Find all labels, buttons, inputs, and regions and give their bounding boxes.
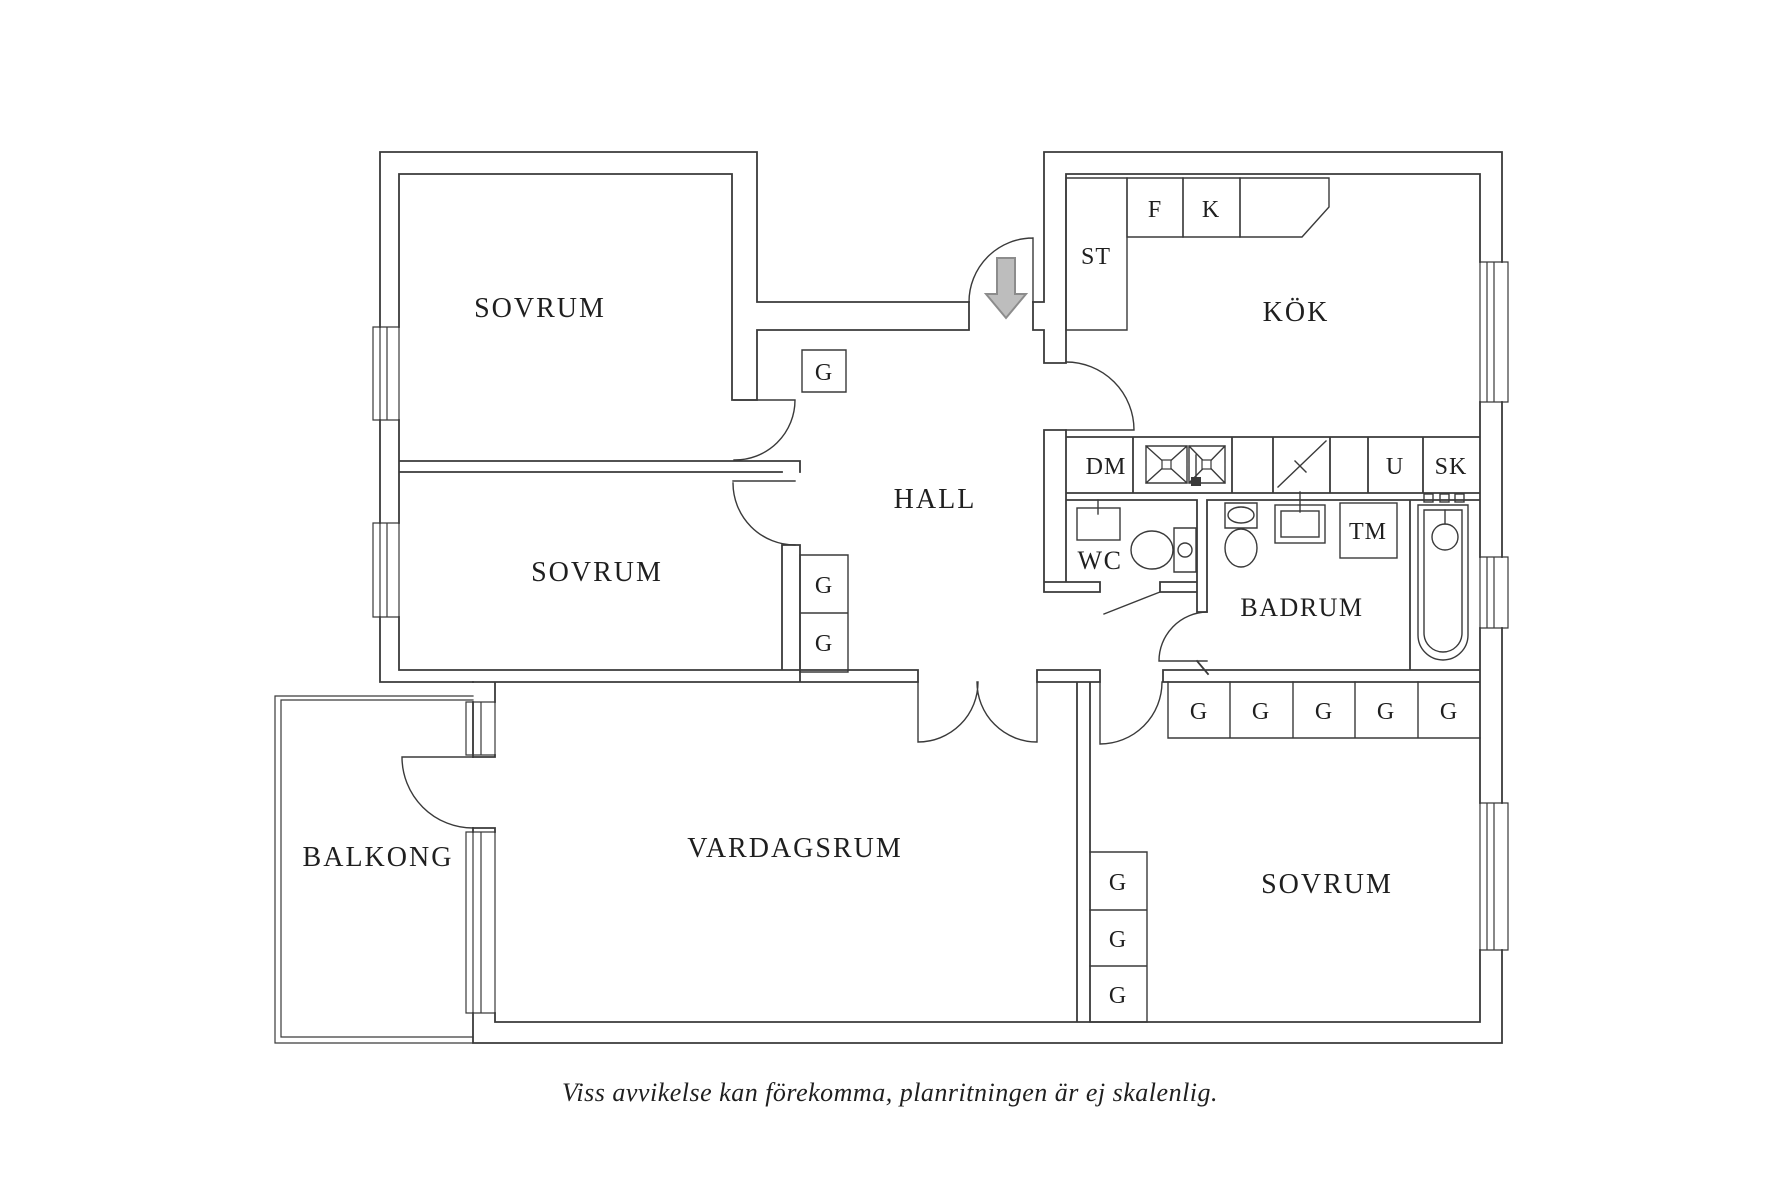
room-label-sovrum-top-left: SOVRUM [474, 293, 606, 324]
wc-toilet-tank [1173, 527, 1197, 573]
room-label-balkong: BALKONG [303, 842, 454, 873]
badrum-toilet-lid [1227, 506, 1255, 524]
disclaimer-caption: Viss avvikelse kan förekomma, planritnin… [562, 1078, 1218, 1107]
label-wardrobe-10: G [1109, 927, 1127, 953]
bathroom-fixtures [1076, 491, 1469, 661]
tub-tap-3 [1454, 493, 1465, 503]
room-label-kok: KÖK [1263, 297, 1330, 328]
label-freezer: F [1148, 197, 1162, 223]
door-sovrum-middle-left [732, 480, 796, 546]
balcony-lines [274, 695, 474, 1044]
sink-faucet-base [1191, 477, 1201, 486]
badrum-sink-basin [1280, 510, 1320, 538]
window-sovrum-bottom-right [1479, 802, 1509, 951]
entrance-door [968, 237, 1034, 303]
window-kok [1479, 261, 1509, 403]
door-sovrum-bottom-right [1099, 681, 1163, 745]
balcony-outline [274, 695, 474, 1044]
label-fridge: K [1202, 197, 1220, 223]
badrum-toilet-bowl [1224, 528, 1258, 568]
wc-toilet-bowl [1130, 530, 1174, 570]
label-dishwasher: DM [1086, 454, 1127, 480]
cleaning-cabinet-box [1065, 177, 1128, 331]
kitchen-fixtures [1065, 177, 1330, 488]
bathtub-outer [1417, 504, 1469, 661]
window-vardagsrum-upper [465, 701, 496, 756]
door-badrum [1158, 611, 1208, 662]
entrance-arrow [983, 257, 1029, 320]
interior-outline [398, 173, 1481, 1023]
wc-toilet-flush [1177, 542, 1193, 558]
sink-drain-left [1161, 459, 1172, 470]
labels: SOVRUM SOVRUM KÖK HALL WC BADRUM VARDAGS… [303, 197, 1468, 1107]
room-label-wc: WC [1078, 546, 1123, 575]
sink-drain-right [1201, 459, 1212, 470]
room-label-hall: HALL [894, 484, 977, 515]
window-vardagsrum-lower [465, 831, 496, 1014]
window-badrum [1479, 556, 1509, 629]
label-oven: U [1386, 454, 1404, 480]
label-wardrobe-3: G [815, 631, 833, 657]
interior-walls [398, 173, 1481, 1023]
washing-machine-box [1339, 502, 1398, 559]
label-wardrobe-11: G [1109, 983, 1127, 1009]
label-wardrobe-5: G [1252, 699, 1270, 725]
door-wc [1103, 591, 1161, 615]
label-cabinet: SK [1435, 454, 1468, 480]
wardrobe-stack-sovrum [1089, 851, 1148, 1023]
door-sovrum-top-left [733, 399, 796, 461]
tub-tap-2 [1439, 493, 1450, 503]
wardrobe-hall-stack [799, 554, 849, 673]
double-door-vardagsrum [917, 681, 1038, 743]
room-label-sovrum-bottom-right: SOVRUM [1261, 869, 1393, 900]
doors [401, 237, 1208, 829]
label-washing-machine: TM [1349, 519, 1387, 545]
label-wardrobe-9: G [1109, 870, 1127, 896]
room-label-badrum: BADRUM [1240, 593, 1363, 622]
window-sovrum-top-left [372, 326, 400, 421]
door-balkong [401, 756, 474, 829]
wardrobe-row-badrum [1167, 681, 1481, 739]
label-wardrobe-7: G [1377, 699, 1395, 725]
label-wardrobe-1: G [815, 360, 833, 386]
label-wardrobe-6: G [1315, 699, 1333, 725]
tub-tap-1 [1423, 493, 1434, 503]
sink-double [1145, 445, 1226, 484]
window-sovrum-middle-left [372, 522, 400, 618]
label-cleaning-cabinet: ST [1081, 244, 1111, 270]
label-wardrobe-4: G [1190, 699, 1208, 725]
windows [372, 261, 1509, 1014]
counter-top [1239, 177, 1330, 238]
wardrobe-hall-top [801, 349, 847, 393]
entrance-arrow-icon [983, 257, 1029, 320]
shower-head [1431, 523, 1459, 551]
label-wardrobe-2: G [815, 573, 833, 599]
room-label-sovrum-middle-left: SOVRUM [531, 557, 663, 588]
wardrobe-boxes [799, 349, 1481, 1023]
stove-symbol [1277, 440, 1327, 488]
door-kok [1065, 361, 1135, 431]
room-label-vardagsrum: VARDAGSRUM [687, 833, 903, 864]
badrum-toilet-tank [1224, 502, 1258, 529]
bathtub-inner [1423, 509, 1463, 653]
label-wardrobe-8: G [1440, 699, 1458, 725]
